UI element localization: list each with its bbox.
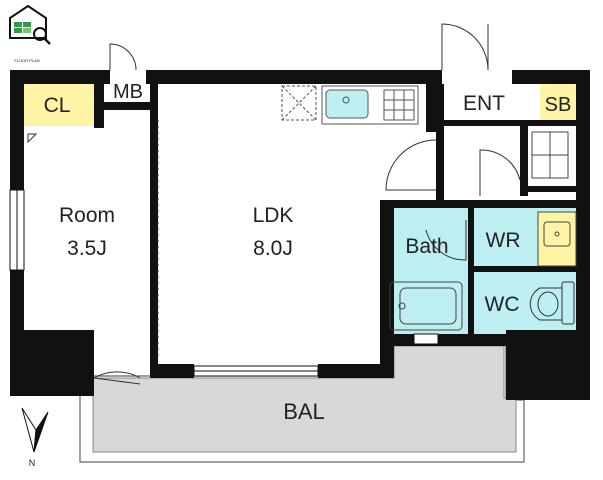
bath-area [386,208,472,334]
closet-label: CL [44,94,71,117]
compass-icon: N [21,407,49,468]
ldk-size: 8.0J [253,237,293,260]
entrance-label: ENT [463,92,505,115]
room-name: Room [59,204,115,227]
shoebox-label: SB [545,94,572,116]
logo-text: FLOOR PLAN [14,58,39,63]
toilet-icon [529,281,575,325]
wc-label: WC [485,293,520,316]
ldk-name: LDK [253,204,294,227]
room-size: 3.5J [67,237,107,260]
logo: FLOOR PLAN [9,4,51,63]
meter-box-label: MB [113,81,143,103]
washroom-label: WR [486,229,521,252]
north-label: N [29,458,36,468]
doors [27,23,521,385]
bath-fixtures [389,131,577,331]
bath-label: Bath [405,235,448,258]
closet-area [20,84,94,126]
shoebox-area [540,84,576,122]
balcony-label: BAL [283,399,325,424]
kitchen [281,85,419,125]
